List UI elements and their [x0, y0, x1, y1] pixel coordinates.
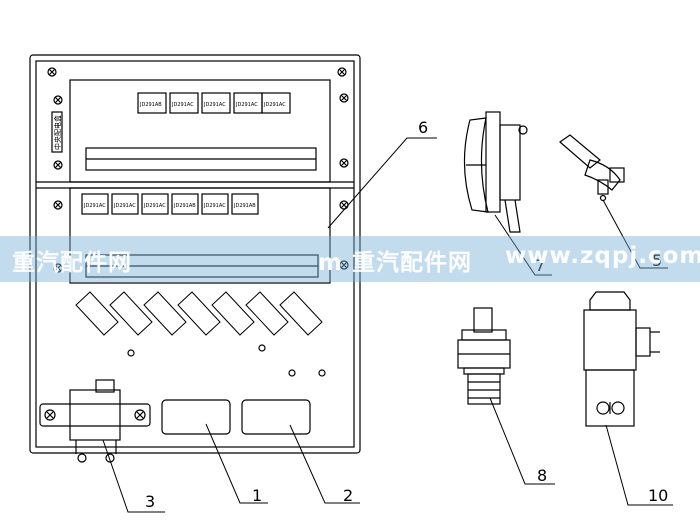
watermark-middle: m 重汽配件网 — [318, 250, 472, 276]
relay-label: JD291AC — [143, 203, 166, 209]
leader-lines — [102, 137, 673, 513]
callout-1: 1 — [252, 486, 262, 505]
corner-screws — [47, 67, 349, 377]
callout-7: 7 — [535, 256, 545, 275]
component-7 — [463, 111, 528, 233]
diagonal-connectors — [75, 291, 323, 336]
component-8 — [457, 307, 511, 405]
relay-label: JD291AC — [171, 102, 194, 108]
callout-5: 5 — [652, 251, 662, 270]
relay-label: JD291AC — [263, 102, 286, 108]
relay-label: JD291AC — [83, 203, 106, 209]
fuse-strip-upper — [85, 147, 317, 171]
cutout-1 — [161, 399, 231, 435]
component-10 — [583, 291, 660, 427]
watermark-left: 重汽配件网 — [12, 250, 132, 276]
relay-row-middle — [81, 193, 259, 215]
watermark-band — [0, 236, 700, 282]
relay-label: JD291AC — [203, 203, 226, 209]
mount-bracket — [39, 379, 151, 463]
relay-labels: JD291AB JD291AC JD291AC JD291AC JD291AC … — [83, 102, 286, 209]
relay-label: JD291AC — [235, 102, 258, 108]
callout-numbers: 6 7 5 8 10 3 1 2 — [145, 118, 668, 511]
callout-10: 10 — [648, 486, 668, 505]
callout-2: 2 — [343, 486, 353, 505]
side-label: 中央配电盒 — [53, 115, 62, 150]
callout-3: 3 — [145, 492, 155, 511]
fuse-strip-lower — [85, 254, 319, 278]
callout-6: 6 — [418, 118, 428, 137]
relay-label: JD291AC — [203, 102, 226, 108]
watermark-right: www.zqpj.com — [505, 243, 700, 269]
central-electrical-box — [29, 54, 361, 463]
relay-label: JD291AB — [173, 203, 196, 209]
relay-label: JD291AB — [233, 203, 256, 209]
callout-8: 8 — [537, 466, 547, 485]
relay-label: JD291AC — [113, 203, 136, 209]
fuse-panel-upper — [69, 79, 331, 183]
cutout-2 — [241, 399, 311, 435]
relay-row-upper — [137, 92, 291, 114]
relay-label: JD291AB — [139, 102, 162, 108]
component-5 — [559, 134, 625, 202]
